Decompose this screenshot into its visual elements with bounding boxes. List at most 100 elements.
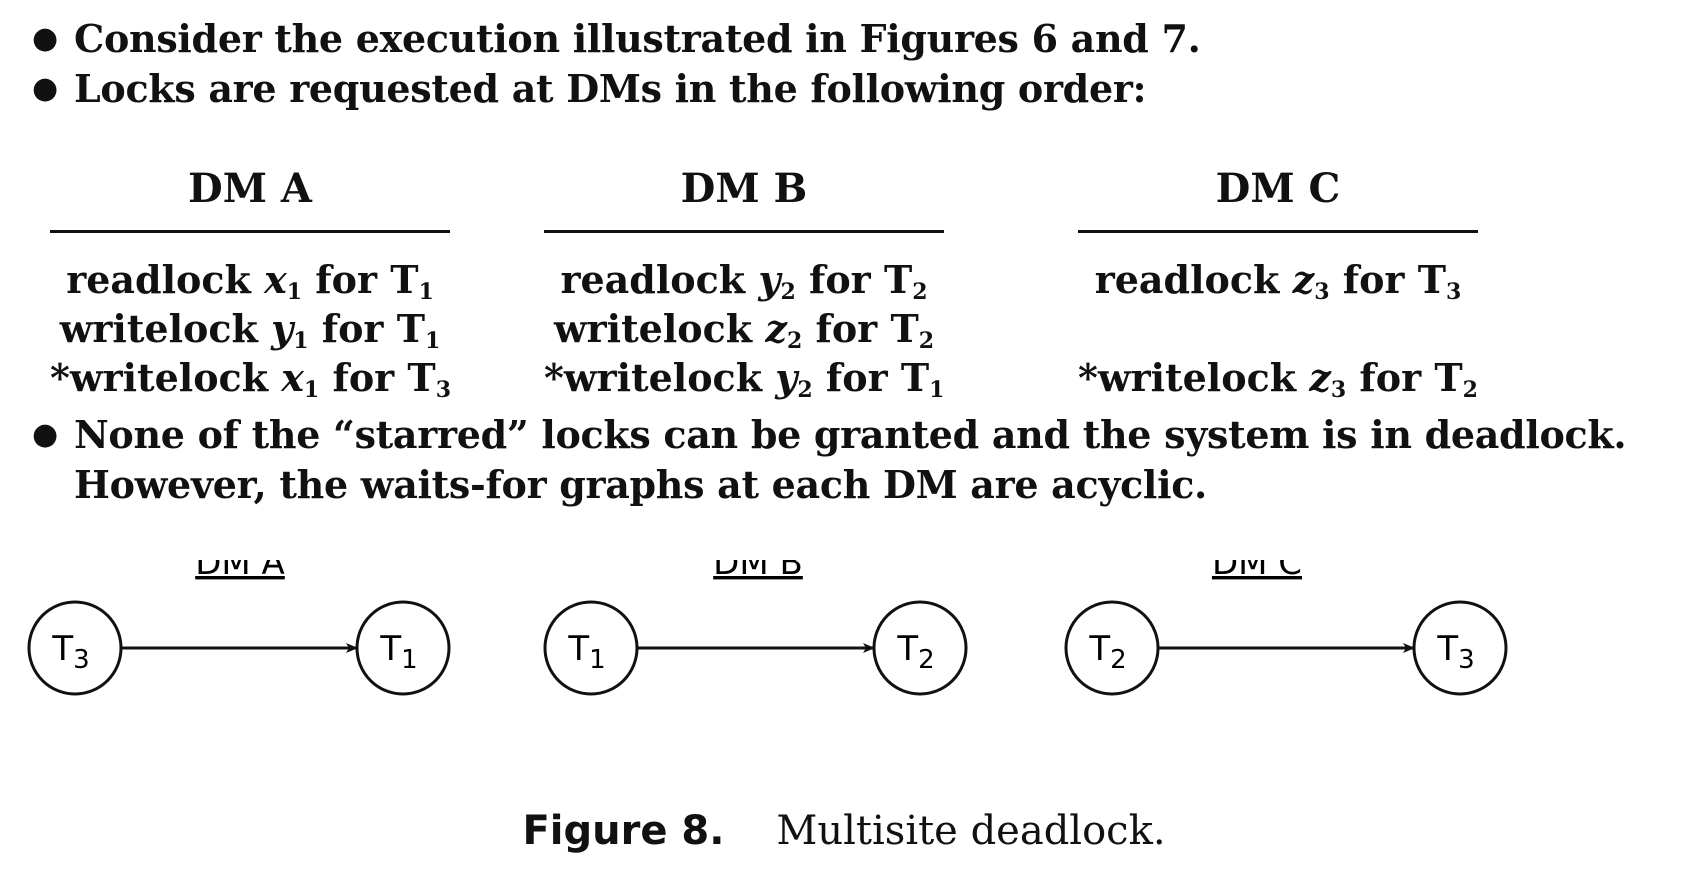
transaction-node-label: T3 — [1436, 629, 1474, 675]
lock-type: readlock — [66, 257, 251, 302]
node-subscript: 2 — [1110, 645, 1127, 675]
lock-for-word: for — [815, 306, 878, 351]
transaction-node — [1064, 600, 1160, 696]
transaction-node-label: T1 — [379, 629, 417, 675]
figure-number: Figure 8. — [522, 808, 725, 854]
lock-star: * — [50, 355, 70, 400]
transaction-node — [1412, 600, 1508, 696]
lock-for-word: for — [1342, 257, 1405, 302]
graph-dm-label: DM B — [713, 560, 803, 583]
lock-transaction: T — [1434, 355, 1463, 400]
node-letter: T — [379, 629, 401, 669]
transaction-node — [543, 600, 639, 696]
node-subscript: 1 — [401, 645, 418, 675]
lock-star: * — [1078, 355, 1098, 400]
lock-variable-subscript: 2 — [780, 279, 796, 305]
dm-column-header: DM C — [1215, 165, 1341, 212]
lock-request: *writelock x1 for T3 — [50, 353, 452, 403]
lock-transaction-subscript: 1 — [424, 328, 441, 354]
lock-for-word: for — [825, 355, 888, 400]
header-rule — [50, 230, 450, 233]
lock-transaction-subscript: 1 — [418, 279, 434, 305]
lock-variable-subscript: 1 — [303, 377, 320, 403]
figure-title: Multisite deadlock. — [776, 808, 1166, 854]
header-rule — [1078, 230, 1478, 233]
node-letter: T — [567, 629, 589, 669]
lock-type: readlock — [560, 257, 746, 302]
lock-type: writelock — [553, 306, 753, 351]
lock-for-word: for — [1359, 355, 1422, 400]
lock-variable-subscript: 1 — [286, 279, 303, 305]
lock-type: readlock — [1094, 257, 1280, 302]
lock-transaction-subscript: 2 — [1462, 377, 1478, 403]
lock-star: * — [544, 355, 564, 400]
lock-transaction-subscript: 2 — [918, 328, 935, 354]
lock-type: writelock — [1097, 355, 1297, 400]
lock-request: readlock y2 for T2 — [544, 255, 944, 304]
node-letter: T — [51, 629, 73, 669]
lock-variable: z — [1292, 257, 1315, 302]
node-letter: T — [1088, 629, 1110, 669]
lock-variable-subscript: 1 — [293, 328, 309, 354]
header-rule — [544, 230, 944, 233]
lock-variable: x — [281, 355, 304, 400]
lock-for-word: for — [315, 257, 377, 302]
node-letter: T — [1436, 629, 1458, 669]
lock-type: writelock — [59, 306, 258, 351]
transaction-node-label: T2 — [896, 629, 934, 675]
node-letter: T — [896, 629, 918, 669]
transaction-node-label: T1 — [567, 629, 605, 675]
lock-type: writelock — [69, 355, 269, 400]
lock-transaction-subscript: 3 — [435, 377, 452, 403]
bullet-1: ● Consider the execution illustrated in … — [32, 14, 1201, 64]
bullet-text: Locks are requested at DMs in the follow… — [74, 66, 1147, 111]
lock-variable: y — [775, 355, 798, 400]
lock-variable-subscript: 3 — [1330, 377, 1347, 403]
lock-transaction: T — [396, 306, 425, 351]
lock-variable: y — [758, 257, 781, 302]
lock-transaction: T — [407, 355, 436, 400]
node-subscript: 1 — [589, 645, 606, 675]
lock-request: writelock y1 for T1 — [50, 304, 450, 353]
transaction-node-label: T3 — [51, 629, 89, 675]
lock-transaction-subscript: 2 — [912, 279, 928, 305]
lock-variable-subscript: 2 — [797, 377, 813, 403]
lock-transaction-subscript: 3 — [1445, 279, 1462, 305]
lock-transaction-subscript: 1 — [929, 377, 945, 403]
dm-column-header: DM A — [188, 165, 312, 212]
lock-for-word: for — [808, 257, 871, 302]
bullet-2: ● Locks are requested at DMs in the foll… — [32, 64, 1147, 114]
lock-variable-subscript: 2 — [786, 328, 803, 354]
graph-dm-label: DM A — [195, 560, 285, 583]
lock-variable: z — [765, 306, 787, 351]
lock-request: readlock z3 for T3 — [1078, 255, 1478, 304]
lock-variable: y — [271, 306, 294, 351]
lock-for-word: for — [321, 306, 384, 351]
bullet-text: None of the “starred” locks can be grant… — [74, 412, 1627, 507]
node-subscript: 2 — [918, 645, 935, 675]
bullet-3: ● None of the “starred” locks can be gra… — [32, 410, 1652, 510]
lock-transaction: T — [900, 355, 930, 400]
lock-type: writelock — [563, 355, 763, 400]
lock-for-word: for — [332, 355, 395, 400]
lock-request: *writelock z3 for T2 — [1078, 353, 1478, 402]
graph-dm-label: DM C — [1212, 560, 1302, 583]
dm-column-header: DM B — [680, 165, 808, 212]
bullet-text: Consider the execution illustrated in Fi… — [74, 16, 1201, 61]
transaction-node-label: T2 — [1088, 629, 1126, 675]
bullet-dot: ● — [32, 417, 58, 452]
lock-transaction: T — [890, 306, 919, 351]
lock-variable: z — [1309, 355, 1331, 400]
lock-variable-subscript: 3 — [1314, 279, 1330, 305]
lock-request — [1078, 304, 1478, 353]
lock-request: writelock z2 for T2 — [544, 304, 944, 353]
bullet-dot: ● — [32, 21, 58, 56]
bullet-dot: ● — [32, 71, 58, 106]
lock-transaction: T — [390, 257, 419, 302]
transaction-node — [872, 600, 968, 696]
node-subscript: 3 — [1458, 645, 1475, 675]
